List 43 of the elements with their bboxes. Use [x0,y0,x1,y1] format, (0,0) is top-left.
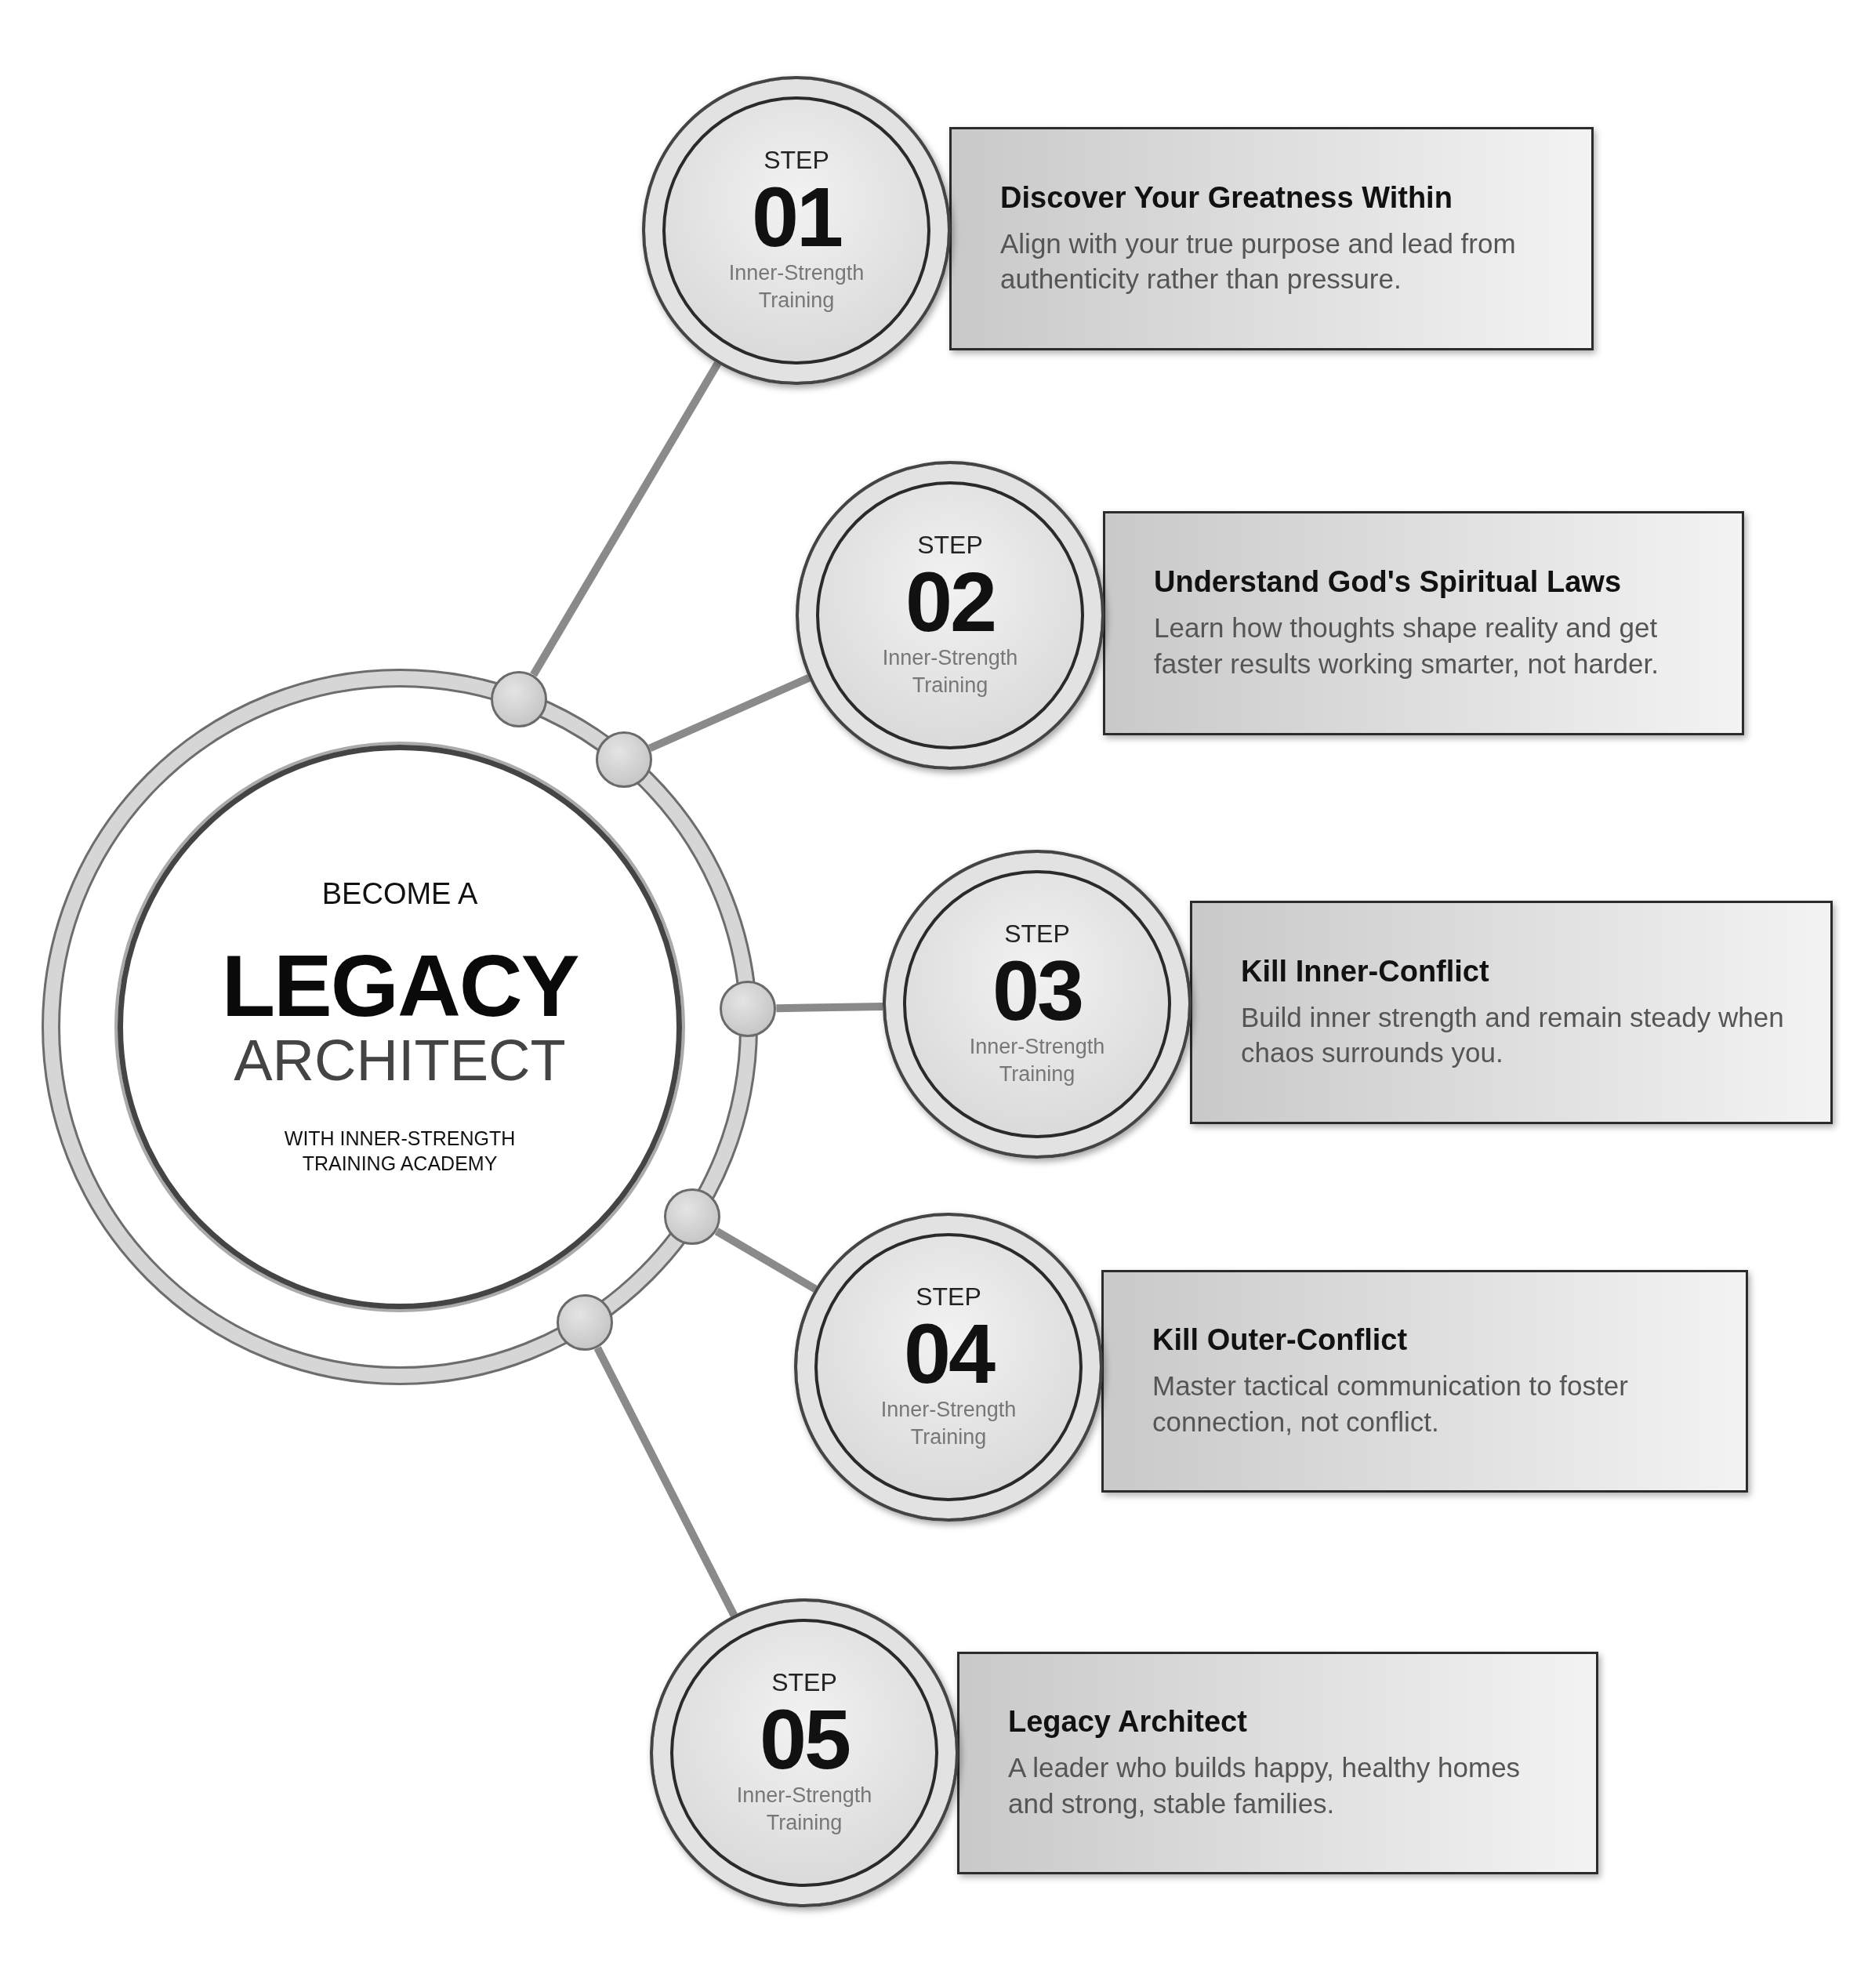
step-card [949,127,1594,350]
connector-dot [596,731,653,789]
step-subtitle: Inner-Strength Training [727,259,865,314]
step-label: STEP [764,147,829,175]
step-description: Build inner strength and remain steady when chaos surrounds you. [1241,1000,1785,1069]
step-subtitle: Inner-Strength Training [735,1782,873,1836]
step-title: Kill Outer-Conflict [1152,1323,1409,1357]
legacy-title: LEGACY [221,942,579,1031]
connector-line [714,1228,818,1293]
become-heading: BECOME A [321,877,478,912]
step-card [957,1652,1598,1874]
step-description: Align with your true purpose and lead from authenticity rather than pressure. [1000,227,1517,296]
academy-subtitle: WITH INNER-STRENGTH TRAINING ACADEMY [283,1126,517,1177]
step-number: 05 [759,1696,850,1782]
step-description: A leader who builds happy, healthy homes and strong, stable families. [1008,1751,1522,1820]
step-number: 02 [905,559,996,644]
step-label: STEP [916,1283,981,1311]
step-card [1101,1270,1748,1493]
connector-dot [491,670,548,727]
step-title: Understand God's Spiritual Laws [1154,565,1622,599]
step-subtitle: Inner-Strength Training [968,1033,1106,1087]
step-subtitle: Inner-Strength Training [881,644,1019,698]
step-label: STEP [1004,920,1070,949]
connector-line [530,361,721,677]
connector-dot [664,1188,721,1246]
step-label: STEP [771,1669,837,1697]
step-description: Learn how thoughts shape reality and get faster results working smarter, not harder. [1154,611,1659,680]
step-number: 03 [992,948,1083,1033]
step-description: Master tactical communication to foster connection, not conflict. [1152,1369,1629,1438]
architect-title: ARCHITECT [234,1030,566,1091]
step-number: 01 [751,174,842,259]
connector-line [647,674,811,753]
connector-dot [556,1294,613,1351]
connector-line [593,1346,738,1617]
step-number: 04 [903,1311,994,1396]
step-title: Kill Inner-Conflict [1241,954,1490,989]
step-title: Legacy Architect [1008,1705,1248,1739]
step-label: STEP [917,531,983,560]
step-subtitle: Inner-Strength Training [880,1396,1017,1450]
connector-line [776,1003,883,1013]
step-title: Discover Your Greatness Within [1000,180,1453,215]
step-card [1103,511,1744,735]
step-card [1190,901,1833,1124]
